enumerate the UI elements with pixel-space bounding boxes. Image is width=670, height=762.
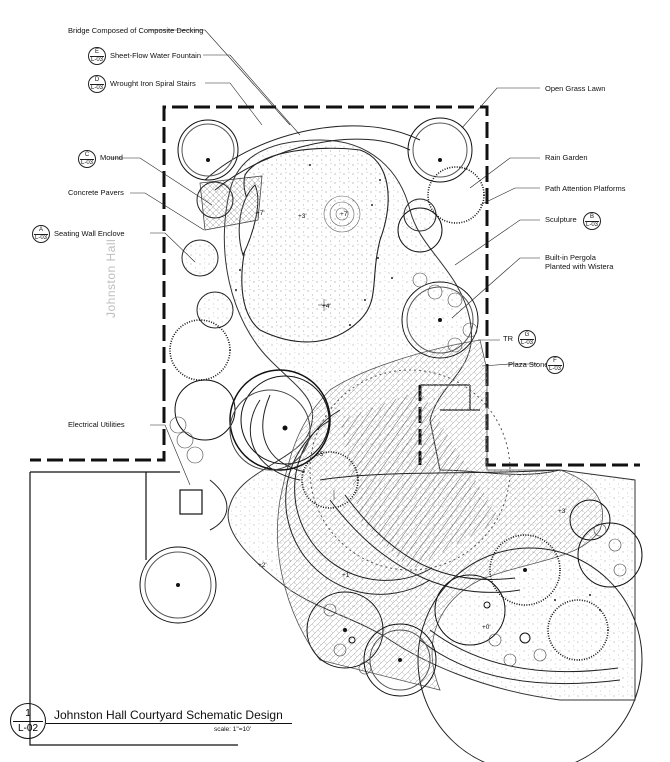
label-tr: TR [503, 334, 513, 343]
elevation-label: +0' [482, 624, 491, 631]
label-electrical-utilities: Electrical Utilities [68, 420, 125, 429]
open-grass-lawn [241, 147, 389, 343]
elevation-label: +2' [258, 562, 267, 569]
leader-lines [110, 29, 540, 486]
drawing-scale: scale: 1"=10' [214, 726, 251, 733]
label-water-fountain: Sheet-Flow Water Fountain [110, 51, 202, 60]
label-plaza-stone: Plaza Stone [508, 360, 549, 369]
elevation-label: +7' [340, 211, 349, 218]
label-built-in-pergola: Built-in Pergola [545, 253, 596, 262]
drawing-title: Johnston Hall Courtyard Schematic Design [54, 708, 283, 722]
label-concrete-pavers: Concrete Pavers [68, 188, 124, 197]
label-bridge: Bridge Composed of Composite Decking [68, 26, 204, 35]
elevation-label: +7' [256, 210, 265, 217]
elevation-label: +3' [558, 508, 567, 515]
label-wistera: Planted with Wistera [545, 262, 614, 271]
elevation-label: +3' [298, 213, 307, 220]
label-mound: Mound [100, 153, 123, 162]
building-label: Johnston Hall [104, 238, 118, 318]
sheet-id: L-02 [17, 723, 38, 734]
label-seating-wall: Seating Wall Enclove [54, 229, 125, 238]
tree-canopies [139, 117, 643, 697]
drawing-number: 1 [25, 708, 31, 719]
elevation-label: +1' [342, 572, 351, 579]
label-spiral-stairs: Wrought Iron Spiral Stairs [110, 79, 196, 88]
elevation-label: +5' [316, 451, 325, 458]
label-open-grass-lawn: Open Grass Lawn [545, 84, 606, 93]
label-sculpture: Sculpture [545, 215, 577, 224]
label-path-platforms: Path Attention Platforms [545, 184, 626, 193]
elevation-label: +4' [322, 303, 331, 310]
sheet-number-circle: 1 L-02 [10, 703, 46, 739]
label-rain-garden: Rain Garden [545, 153, 588, 162]
pergola-hatch [340, 390, 500, 570]
title-rule [46, 723, 292, 724]
